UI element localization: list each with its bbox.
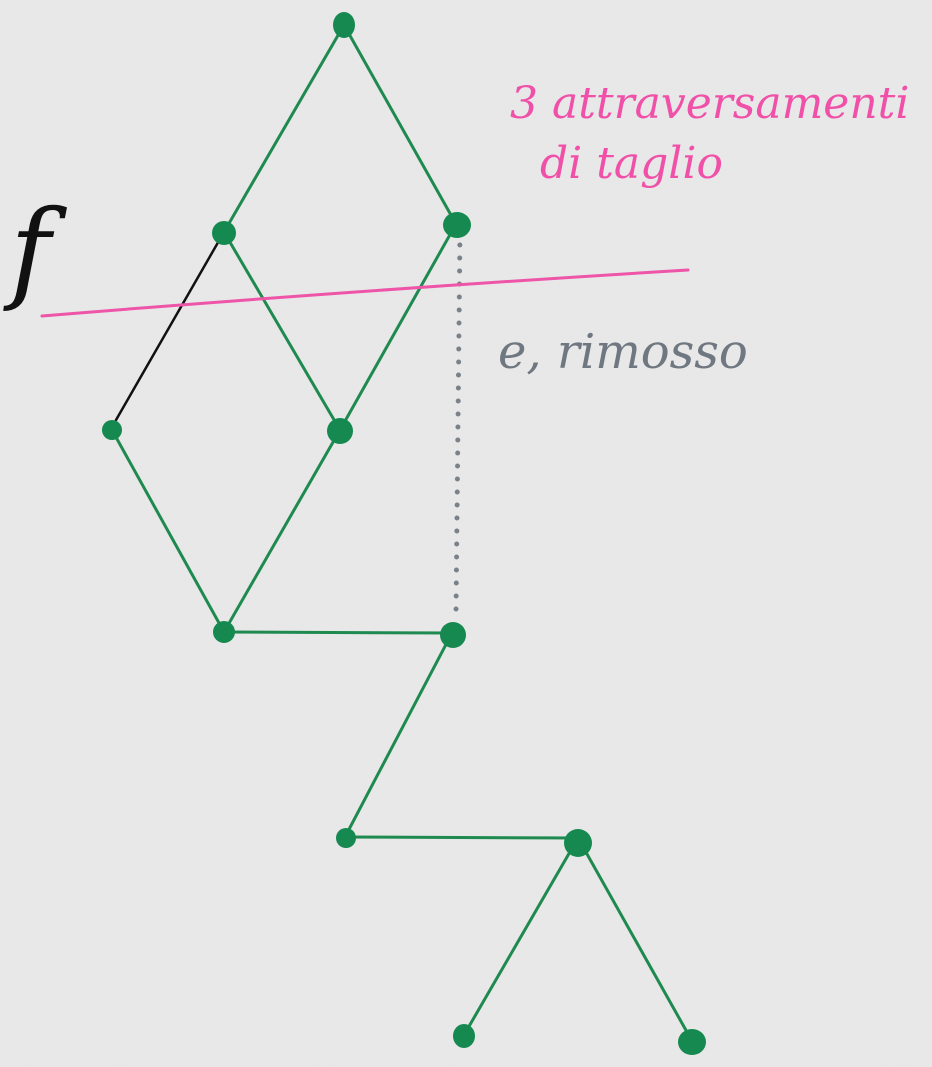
node [453, 1024, 475, 1048]
crossings-label-line1: 3 attraversamenti [510, 78, 909, 129]
tree-edge [343, 835, 580, 840]
removed-edge-label: e, rimosso [498, 324, 748, 380]
node [440, 622, 466, 648]
tree-edge [342, 23, 458, 226]
crossings-label-line2: di taglio [540, 138, 723, 189]
tree-edge [222, 23, 346, 234]
node [327, 418, 353, 444]
node [336, 828, 356, 848]
node [333, 12, 355, 38]
node [564, 829, 592, 857]
tree-edge [338, 222, 458, 432]
tree-edge [576, 836, 694, 1043]
tree-edge [222, 630, 454, 635]
node [213, 621, 235, 643]
tree-edge [462, 836, 580, 1037]
removed-edge-e [453, 229, 463, 615]
tree-edge [110, 428, 226, 634]
tree-edge [222, 230, 342, 432]
edge-f [114, 230, 226, 422]
nodes [102, 12, 706, 1055]
node [678, 1029, 706, 1055]
node [443, 212, 471, 238]
tree-edge [222, 428, 342, 634]
node [212, 221, 236, 245]
tree-edges [110, 23, 694, 1043]
node [102, 420, 122, 440]
cut-line [40, 268, 690, 318]
tree-edge [343, 631, 454, 839]
